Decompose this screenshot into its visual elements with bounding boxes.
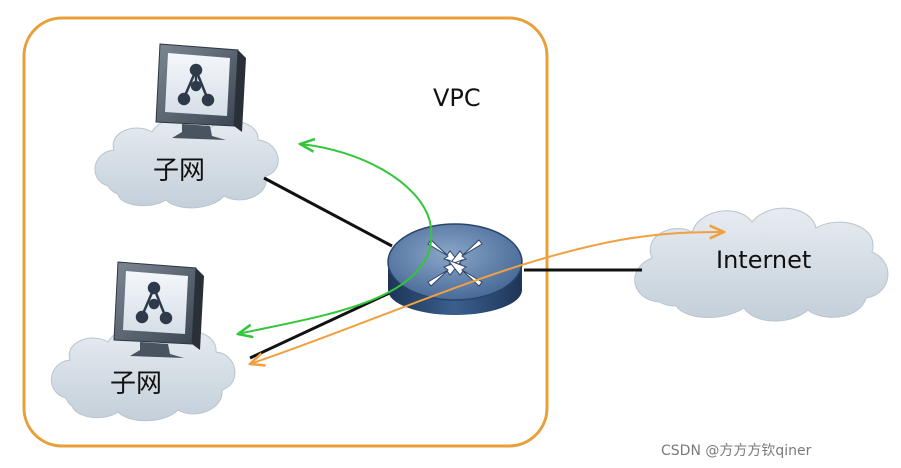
network-node-icon xyxy=(135,281,173,325)
vpc-label: VPC xyxy=(433,84,481,112)
router-icon xyxy=(387,223,523,315)
network-node-icon xyxy=(177,63,215,107)
subnet-label-2: 子网 xyxy=(110,369,163,399)
link-subnet1-router xyxy=(263,176,393,248)
monitor-icon xyxy=(155,43,246,140)
orange-route-arrow xyxy=(250,232,724,364)
watermark: CSDN @方方方钦qiner xyxy=(661,443,812,459)
monitor-icon xyxy=(113,261,204,358)
subnet-cloud-2 xyxy=(50,326,236,422)
subnet-label-1: 子网 xyxy=(153,156,206,186)
internet-label: Internet xyxy=(716,246,812,274)
link-subnet2-router xyxy=(249,288,397,360)
